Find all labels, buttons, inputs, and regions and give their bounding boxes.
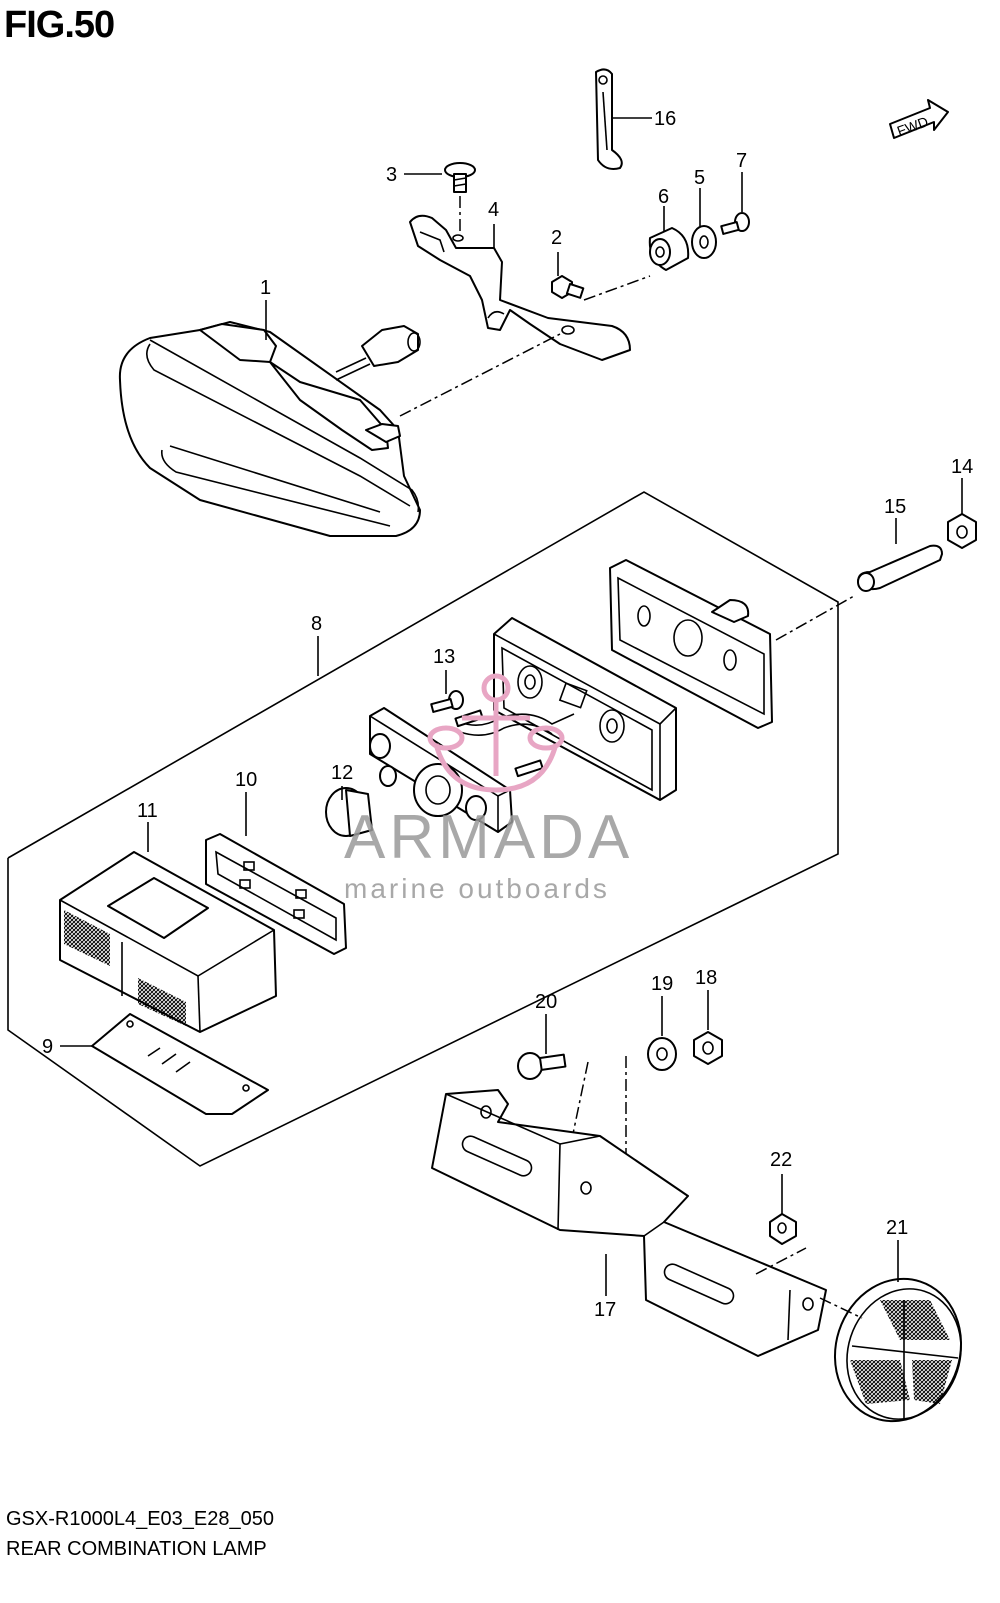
part-21-reflector bbox=[819, 1240, 963, 1423]
watermark-brand: ARMADA bbox=[344, 803, 633, 872]
part-2-bolt bbox=[551, 252, 651, 301]
callout-20: 20 bbox=[535, 991, 557, 1013]
callout-7: 7 bbox=[736, 150, 747, 172]
watermark: ARMADA marine outboards bbox=[344, 673, 633, 904]
part-13-screw bbox=[430, 670, 464, 713]
callout-8: 8 bbox=[311, 613, 322, 635]
figure-title: FIG.50 bbox=[4, 4, 115, 46]
section-name: REAR COMBINATION LAMP bbox=[6, 1538, 267, 1560]
part-3-screw bbox=[404, 162, 476, 236]
part-14-nut bbox=[947, 478, 977, 549]
callout-19: 19 bbox=[651, 973, 673, 995]
callout-11: 11 bbox=[137, 800, 158, 822]
callout-22: 22 bbox=[770, 1149, 792, 1171]
forward-arrow-icon: FWD bbox=[889, 99, 949, 139]
callout-9: 9 bbox=[42, 1036, 53, 1058]
callout-13: 13 bbox=[433, 646, 455, 668]
part-12-bulb bbox=[325, 786, 373, 837]
part-5-washer bbox=[691, 188, 717, 259]
part-4-bracket bbox=[409, 214, 631, 361]
callout-4: 4 bbox=[488, 199, 499, 221]
part-19-washer bbox=[625, 996, 677, 1154]
callout-16: 16 bbox=[654, 108, 676, 130]
part-15-pin bbox=[775, 518, 943, 641]
callout-21: 21 bbox=[886, 1217, 908, 1239]
callout-2: 2 bbox=[551, 227, 562, 249]
watermark-tagline: marine outboards bbox=[344, 873, 610, 904]
callout-5: 5 bbox=[694, 167, 705, 189]
part-22-nut bbox=[755, 1174, 807, 1275]
part-11-license-lens bbox=[59, 822, 277, 1033]
callout-labels: 1 2 3 4 5 6 7 8 9 10 11 12 13 14 15 16 1… bbox=[42, 108, 973, 1321]
part-8-assembly-outline bbox=[7, 491, 839, 1167]
callout-1: 1 bbox=[260, 277, 271, 299]
callout-12: 12 bbox=[331, 762, 353, 784]
callout-3: 3 bbox=[386, 164, 397, 186]
part-1-tail-lamp bbox=[118, 300, 561, 537]
callout-17: 17 bbox=[594, 1299, 616, 1321]
part-18-collar bbox=[693, 990, 723, 1065]
part-16-strap bbox=[595, 68, 652, 170]
part-7-screw bbox=[720, 172, 750, 235]
part-20-screw bbox=[517, 1014, 589, 1197]
callout-10: 10 bbox=[235, 769, 257, 791]
lamp-gasket-block bbox=[493, 617, 677, 801]
callout-6: 6 bbox=[658, 186, 669, 208]
callout-14: 14 bbox=[951, 456, 973, 478]
lamp-lens-rear bbox=[609, 559, 773, 729]
part-10-gasket bbox=[205, 792, 347, 955]
forward-arrow-label: FWD bbox=[895, 113, 930, 139]
callout-18: 18 bbox=[695, 967, 717, 989]
anchor-icon bbox=[427, 673, 565, 793]
part-17-bracket bbox=[431, 1089, 827, 1357]
callout-15: 15 bbox=[884, 496, 906, 518]
model-code: GSX-R1000L4_E03_E28_050 bbox=[6, 1508, 274, 1530]
part-6-grommet bbox=[648, 206, 690, 271]
part-9-clear-plate bbox=[60, 1013, 269, 1115]
